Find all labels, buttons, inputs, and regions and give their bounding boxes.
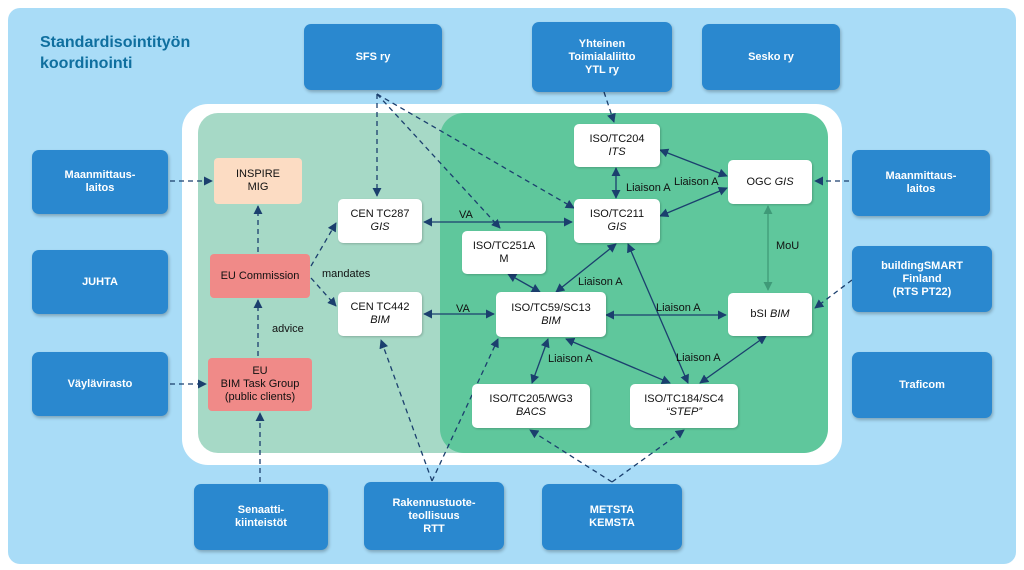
node-sfs-label: SFS ry — [355, 50, 391, 63]
node-cen-tc287[interactable]: CEN TC287 GIS — [338, 199, 422, 243]
edge-rtt-cen442 — [379, 339, 433, 482]
node-traficom[interactable]: Traficom — [852, 352, 992, 418]
node-sfs[interactable]: SFS ry — [304, 24, 442, 90]
edge-iso59-iso184 — [565, 338, 671, 384]
label-liaison-204-211: Liaison A — [626, 182, 671, 194]
node-maanmittaus-left[interactable]: Maanmittaus- laitos — [32, 150, 168, 214]
node-iso-tc204[interactable]: ISO/TC204 ITS — [574, 124, 660, 167]
node-buildingsmart-label: buildingSMART Finland (RTS PT22) — [881, 259, 963, 298]
edge-sfs-iso211 — [376, 93, 575, 209]
node-rakennustuote[interactable]: Rakennustuote- teollisuus RTT — [364, 482, 504, 550]
node-iso204-line1: ISO/TC204 — [589, 132, 645, 145]
edge-rtt-iso59 — [431, 338, 499, 482]
node-iso204-line2: ITS — [608, 145, 626, 158]
edge-iso251-iso59 — [507, 273, 541, 293]
node-juhta-label: JUHTA — [82, 275, 118, 288]
label-liaison-184-bsi: Liaison A — [676, 352, 721, 364]
node-iso59-line1: ISO/TC59/SC13 — [511, 301, 591, 314]
edge-iso211-ogc — [659, 186, 728, 218]
label-va-bim: VA — [456, 303, 470, 315]
label-liaison-59-205: Liaison A — [548, 353, 593, 365]
node-cen442-line1: CEN TC442 — [350, 301, 410, 313]
node-maanmittaus-left-label: Maanmittaus- laitos — [64, 169, 136, 194]
node-ytl[interactable]: Yhteinen Toimialaliitto YTL ry — [532, 22, 672, 92]
diagram-title: Standardisointityön koordinointi — [40, 34, 191, 72]
node-bsi-line1: bSI — [750, 308, 770, 320]
node-iso251-label: ISO/TC251A M — [472, 239, 536, 265]
node-iso-tc205-wg3[interactable]: ISO/TC205/WG3 BACS — [472, 384, 590, 428]
node-iso211-line2: GIS — [607, 221, 627, 233]
edge-sfs-iso251 — [376, 93, 501, 229]
node-iso184-line2: “STEP” — [665, 406, 703, 418]
node-cen287-line1: CEN TC287 — [350, 208, 410, 220]
node-bsi[interactable]: bSI BIM — [728, 293, 812, 336]
node-inspire-line2: MIG — [247, 181, 269, 193]
node-iso-tc251am[interactable]: ISO/TC251A M — [462, 231, 546, 274]
edge-iso211-iso59 — [555, 243, 617, 293]
node-ogc-line2: GIS — [774, 175, 794, 188]
node-buildingsmart[interactable]: buildingSMART Finland (RTS PT22) — [852, 246, 992, 312]
node-eu-commission[interactable]: EU Commission — [210, 254, 310, 298]
node-vaylavirasto[interactable]: Väylävirasto — [32, 352, 168, 416]
node-iso211-line1: ISO/TC211 — [589, 208, 645, 220]
node-cen287-line2: GIS — [370, 221, 390, 233]
node-senaatti[interactable]: Senaatti- kiinteistöt — [194, 484, 328, 550]
node-cen-tc442[interactable]: CEN TC442 BIM — [338, 292, 422, 336]
label-mou: MoU — [776, 240, 800, 252]
label-liaison-59-211: Liaison A — [578, 276, 623, 288]
node-iso59-line2: BIM — [541, 314, 561, 327]
node-eu-commission-label: EU Commission — [220, 269, 300, 282]
node-rakennustuote-label: Rakennustuote- teollisuus RTT — [392, 496, 476, 535]
edge-bsf-bsi — [814, 279, 853, 309]
node-traficom-label: Traficom — [899, 378, 945, 391]
node-sesko-label: Sesko ry — [748, 50, 794, 63]
node-maanmittaus-right-label: Maanmittaus- laitos — [885, 170, 957, 195]
node-eu-bim-task-group[interactable]: EU BIM Task Group (public clients) — [208, 358, 312, 411]
label-mandates: mandates — [322, 268, 371, 280]
node-juhta[interactable]: JUHTA — [32, 250, 168, 314]
node-maanmittaus-right[interactable]: Maanmittaus- laitos — [852, 150, 990, 216]
node-metsta[interactable]: METSTA KEMSTA — [542, 484, 682, 550]
edge-bsi-iso184 — [699, 335, 767, 384]
node-iso-tc59-sc13[interactable]: ISO/TC59/SC13 BIM — [496, 292, 606, 337]
node-bsi-line2: BIM — [770, 308, 790, 320]
node-iso-tc211[interactable]: ISO/TC211 GIS — [574, 199, 660, 243]
node-metsta-label: METSTA KEMSTA — [589, 504, 635, 529]
node-iso205-line1: ISO/TC205/WG3 — [489, 393, 573, 405]
label-liaison-59-bsi: Liaison A — [656, 302, 701, 314]
edge-euc-cen442 — [310, 277, 337, 307]
label-va-gis: VA — [459, 209, 473, 221]
node-iso184-line1: ISO/TC184/SC4 — [644, 393, 724, 405]
edge-metsta-iso205 — [529, 429, 613, 483]
edge-ytl-iso204 — [603, 91, 616, 123]
node-sesko[interactable]: Sesko ry — [702, 24, 840, 90]
node-eu-bim-label: EU BIM Task Group (public clients) — [220, 365, 300, 403]
edge-iso59-iso205 — [530, 338, 550, 384]
node-cen442-line2: BIM — [370, 314, 390, 326]
node-vaylavirasto-label: Väylävirasto — [67, 377, 133, 390]
edge-metsta-iso184 — [611, 429, 685, 483]
node-ogc[interactable]: OGC GIS — [728, 160, 812, 204]
label-advice: advice — [272, 323, 304, 335]
edge-euc-cen287 — [310, 222, 337, 267]
node-senaatti-label: Senaatti- kiinteistöt — [235, 504, 287, 529]
edge-iso204-ogc — [659, 148, 728, 178]
node-inspire[interactable]: INSPIRE MIG — [214, 158, 302, 204]
node-ogc-line1: OGC — [746, 175, 775, 188]
label-liaison-211-ogc: Liaison A — [674, 176, 719, 188]
node-ytl-label: Yhteinen Toimialaliitto YTL ry — [568, 37, 636, 76]
node-iso-tc184-sc4[interactable]: ISO/TC184/SC4 “STEP” — [630, 384, 738, 428]
node-iso205-line2: BACS — [516, 406, 546, 418]
node-inspire-line1: INSPIRE — [235, 168, 280, 180]
